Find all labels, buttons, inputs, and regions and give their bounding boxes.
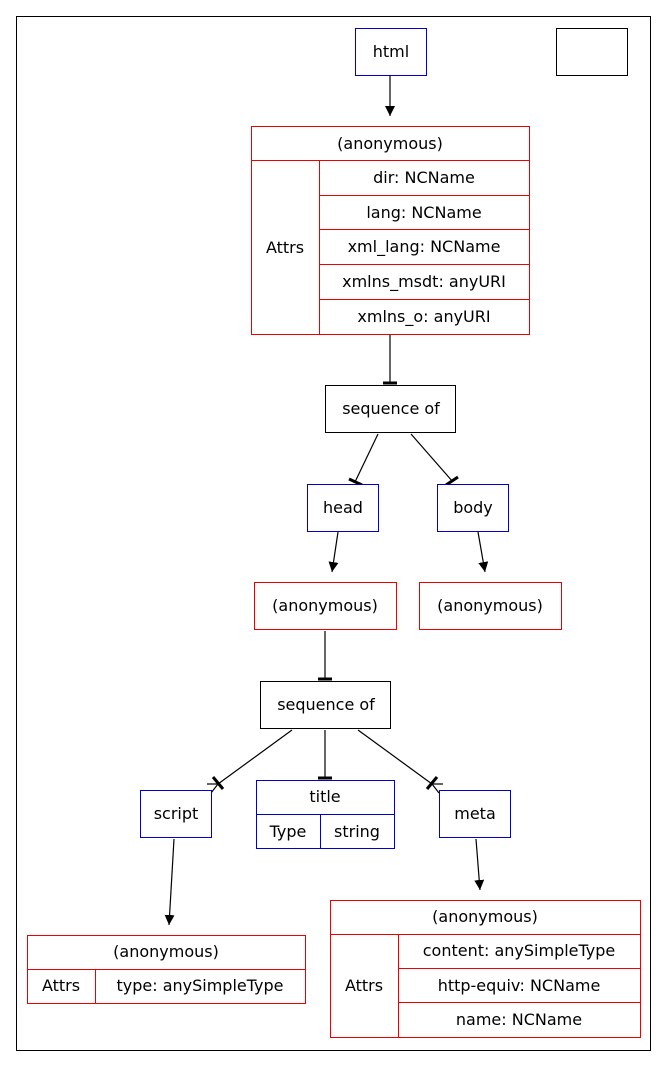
attr-lang: lang: NCName	[366, 203, 481, 222]
edge-seq1-body	[410, 433, 454, 483]
attr-xml-lang: xml_lang: NCName	[348, 237, 501, 257]
node-sequence-2: sequence of	[260, 681, 391, 729]
node-body-label: body	[453, 498, 493, 517]
node-script: script	[140, 790, 212, 838]
node-body: body	[437, 484, 509, 532]
edge-head-anon	[328, 531, 339, 573]
attr-dir: dir: NCName	[373, 168, 475, 187]
node-head: head	[307, 484, 379, 532]
attr-content: content: anySimpleType	[423, 941, 616, 960]
node-script-label: script	[154, 804, 199, 823]
node-html-type-label: (anonymous)	[337, 134, 443, 153]
node-meta-label: meta	[454, 804, 496, 823]
node-script-type	[27, 935, 306, 1004]
node-title-label: title	[309, 787, 340, 806]
attr-name: name: NCName	[456, 1010, 582, 1029]
edge-script-anon	[164, 838, 175, 926]
node-body-type: (anonymous)	[419, 582, 562, 630]
node-sequence-1-label: sequence of	[342, 399, 440, 418]
legend-box	[556, 28, 628, 76]
attr-http-equiv: http-equiv: NCName	[438, 976, 601, 995]
node-meta: meta	[439, 790, 511, 838]
node-meta-attrs-label: Attrs	[345, 976, 383, 995]
node-html-type	[251, 126, 530, 335]
node-body-type-label: (anonymous)	[437, 596, 543, 615]
node-meta-type	[330, 900, 641, 1038]
edge-seq2-meta	[357, 729, 433, 785]
edge-body-anon	[477, 531, 489, 573]
node-html: html	[355, 28, 427, 76]
node-meta-type-label: (anonymous)	[432, 907, 538, 926]
node-sequence-2-label: sequence of	[277, 695, 375, 714]
node-title	[256, 780, 395, 849]
edge-seq1-head	[354, 433, 379, 483]
node-script-attrs-label: Attrs	[42, 976, 80, 995]
node-title-type-value: string	[334, 822, 380, 841]
edges	[164, 76, 489, 926]
node-head-type-label: (anonymous)	[272, 596, 378, 615]
node-head-type: (anonymous)	[254, 582, 397, 630]
node-script-type-label: (anonymous)	[113, 942, 219, 961]
attr-xmlns-o: xmlns_o: anyURI	[357, 307, 490, 327]
edge-meta-anon	[474, 838, 485, 891]
attr-type: type: anySimpleType	[116, 976, 283, 995]
node-head-label: head	[323, 498, 363, 517]
node-sequence-1: sequence of	[325, 385, 456, 433]
node-html-attrs-label: Attrs	[266, 238, 304, 257]
edge-seq2-script	[217, 729, 293, 785]
node-html-label: html	[373, 42, 409, 61]
diagram-frame	[16, 16, 651, 1051]
node-title-type-label: Type	[269, 822, 307, 841]
attr-xmlns-msdt: xmlns_msdt: anyURI	[342, 272, 506, 292]
